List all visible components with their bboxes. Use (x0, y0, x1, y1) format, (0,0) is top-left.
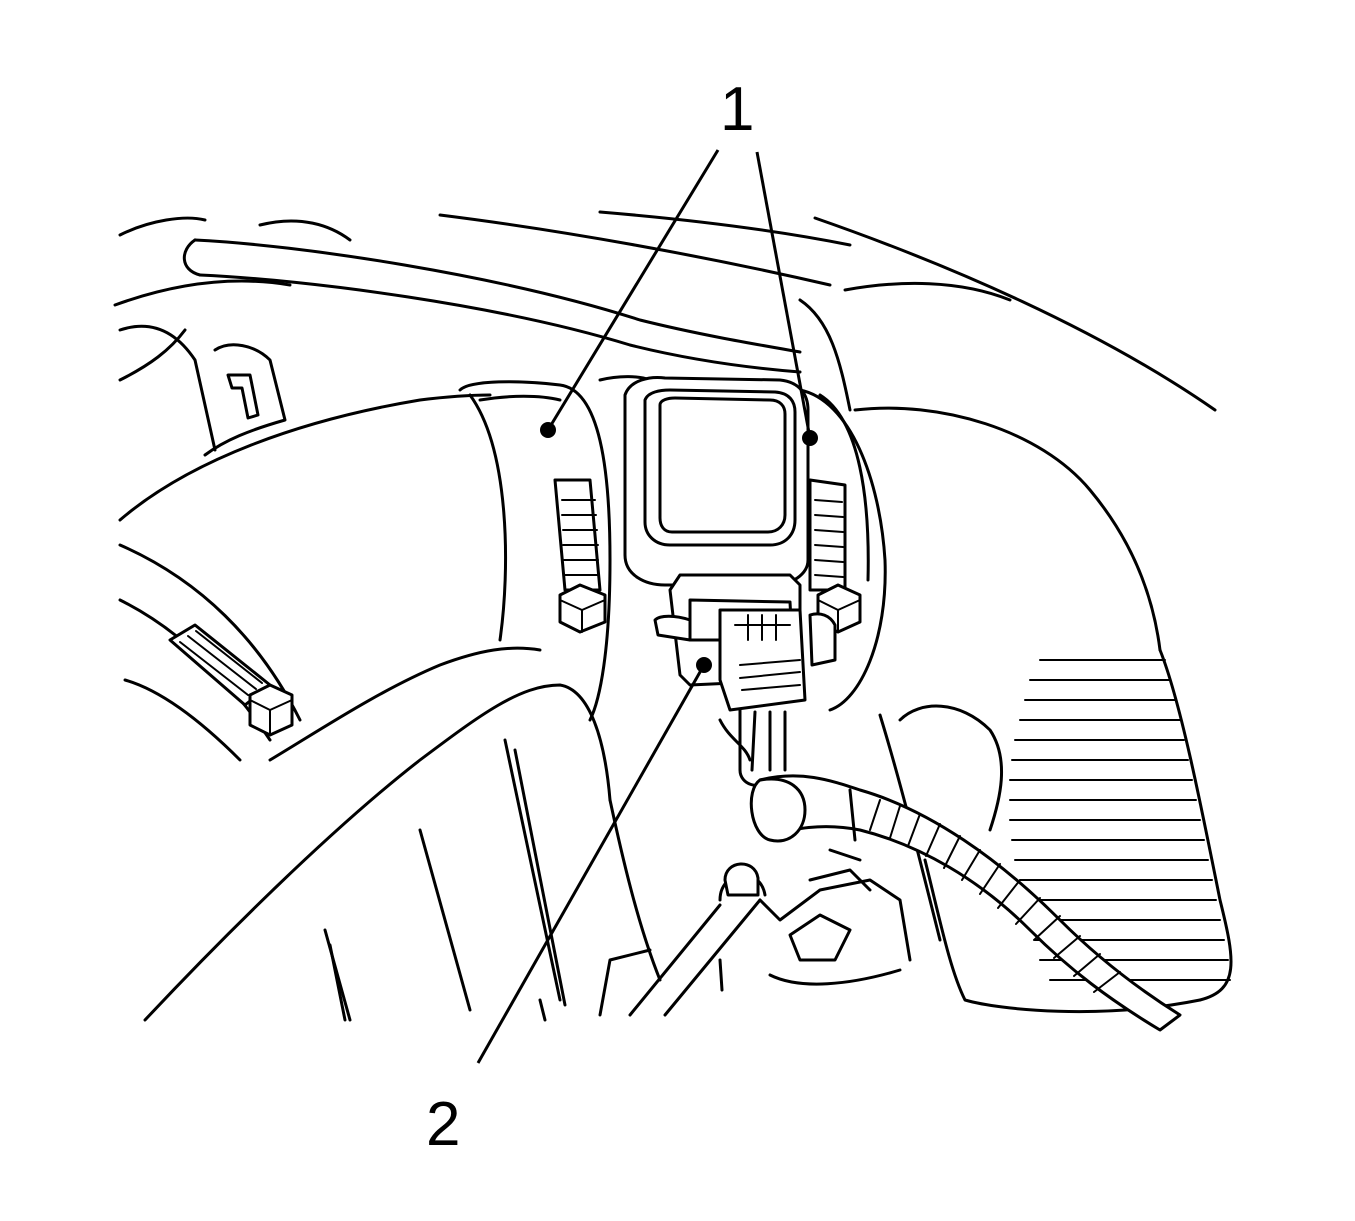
vacuum-hose (182, 219, 852, 412)
callout-dot-2 (696, 657, 712, 673)
maf-sensor (623, 376, 837, 787)
callout-label-1: 1 (720, 75, 754, 144)
left-bracket (118, 324, 287, 457)
callout-dot-1-right (802, 430, 818, 446)
maf-sensor-housing (458, 375, 887, 722)
lower-components (598, 848, 912, 1017)
callout-label-2: 2 (426, 1090, 460, 1159)
leader-1-right (755, 151, 812, 439)
leader-2 (476, 664, 706, 1064)
callout-dot-1-left (540, 422, 556, 438)
upper-background-lines (113, 210, 1217, 412)
callout-leaders (476, 149, 818, 1064)
air-box (143, 646, 662, 1022)
left-intake-duct (118, 393, 492, 762)
wiring-harness (749, 774, 1182, 1032)
leader-1-left (546, 149, 720, 431)
right-intake-duct (853, 406, 1233, 1014)
